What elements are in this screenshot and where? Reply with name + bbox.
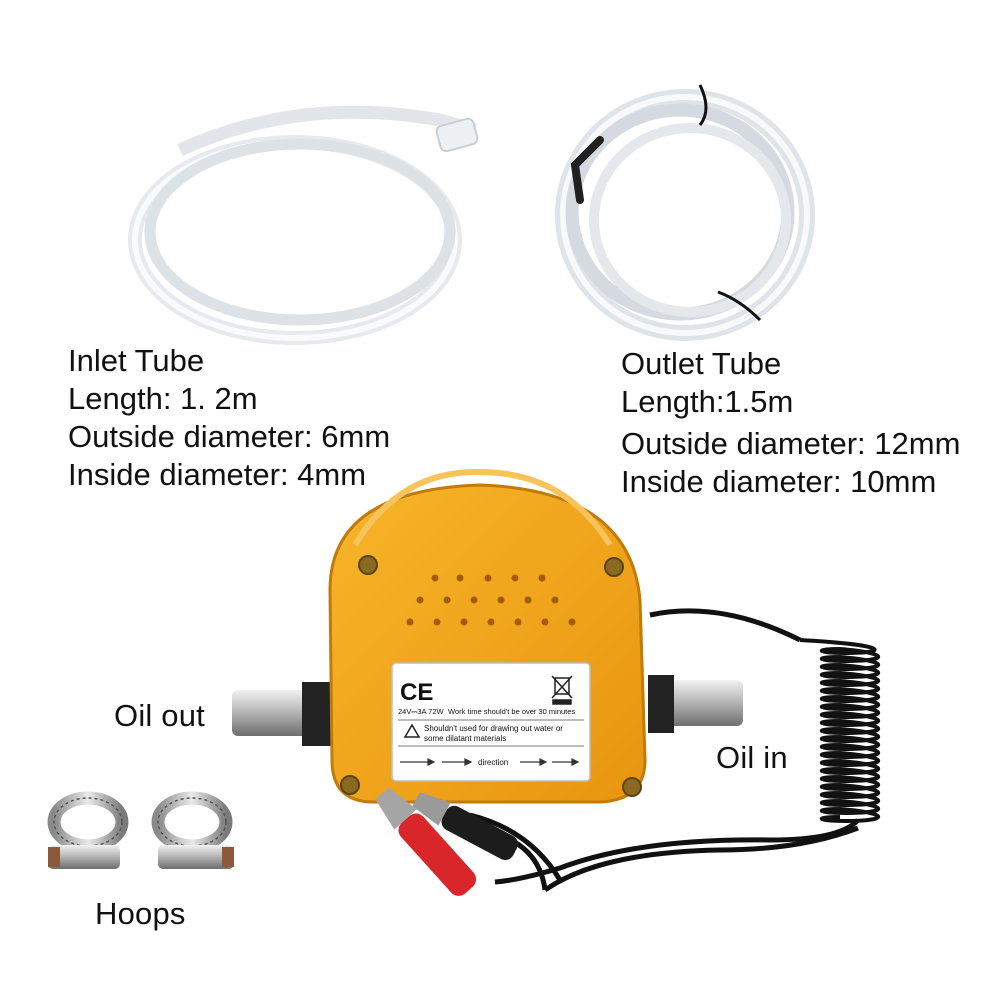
battery-clips — [375, 787, 563, 896]
oil-out-fitting — [232, 690, 312, 736]
hoops-image — [47, 791, 234, 869]
inlet-tube-title: Inlet Tube — [68, 343, 205, 378]
vent-hole — [456, 574, 464, 582]
vent-hole — [497, 596, 505, 604]
rating-text: 24V⎓3A 72W — [398, 707, 445, 716]
outlet-tube-length: Length:1.5m — [621, 384, 794, 419]
pump-body: CE 24V⎓3A 72W Work time should't be over… — [232, 468, 743, 804]
vent-hole — [431, 574, 439, 582]
vent-hole — [568, 618, 576, 626]
warning-line-1: Shouldn't used for drawing out water or — [424, 724, 563, 733]
outlet-tube-inside-diameter: Inside diameter: 10mm — [621, 464, 937, 499]
pump-label-plate — [391, 662, 591, 782]
vent-hole — [511, 574, 519, 582]
vent-hole — [433, 618, 441, 626]
vent-hole — [484, 574, 492, 582]
inlet-tube-inside-diameter: Inside diameter: 4mm — [68, 457, 367, 492]
vent-hole — [470, 596, 478, 604]
vent-hole — [551, 596, 559, 604]
vent-hole — [538, 574, 546, 582]
outlet-tube-image — [555, 84, 815, 341]
work-time-text: Work time should't be over 30 minutes — [448, 707, 575, 716]
oil-in-fitting — [658, 680, 743, 726]
bin-symbol — [551, 675, 573, 705]
oil-in-label: Oil in — [716, 740, 788, 775]
inlet-tube-specs: Inlet Tube Length: 1. 2m Outside diamete… — [68, 342, 390, 494]
inlet-tube-length: Length: 1. 2m — [68, 381, 258, 416]
outlet-tube-specs: Outlet Tube Length:1.5m Outside diameter… — [621, 345, 960, 501]
vent-hole — [443, 596, 451, 604]
vent-hole — [460, 618, 468, 626]
outlet-tube-outside-diameter: Outside diameter: 12mm — [621, 426, 961, 461]
vent-hole — [524, 596, 532, 604]
black-clip — [412, 792, 519, 861]
inlet-tube-image — [128, 105, 479, 345]
inlet-tube-outside-diameter: Outside diameter: 6mm — [68, 419, 391, 454]
warning-line-2: some dilatant materials — [424, 734, 506, 743]
direction-text: direction — [478, 758, 508, 767]
oil-out-label: Oil out — [114, 698, 205, 733]
power-cord-image — [494, 608, 881, 893]
hoops-label: Hoops — [95, 896, 186, 931]
outlet-tube-title: Outlet Tube — [621, 346, 782, 381]
vent-hole — [487, 618, 495, 626]
vent-hole — [541, 618, 549, 626]
vent-hole — [406, 618, 414, 626]
vent-hole — [514, 618, 522, 626]
red-clip — [375, 787, 477, 896]
vent-hole — [416, 596, 424, 604]
ce-mark: CE — [400, 679, 433, 706]
